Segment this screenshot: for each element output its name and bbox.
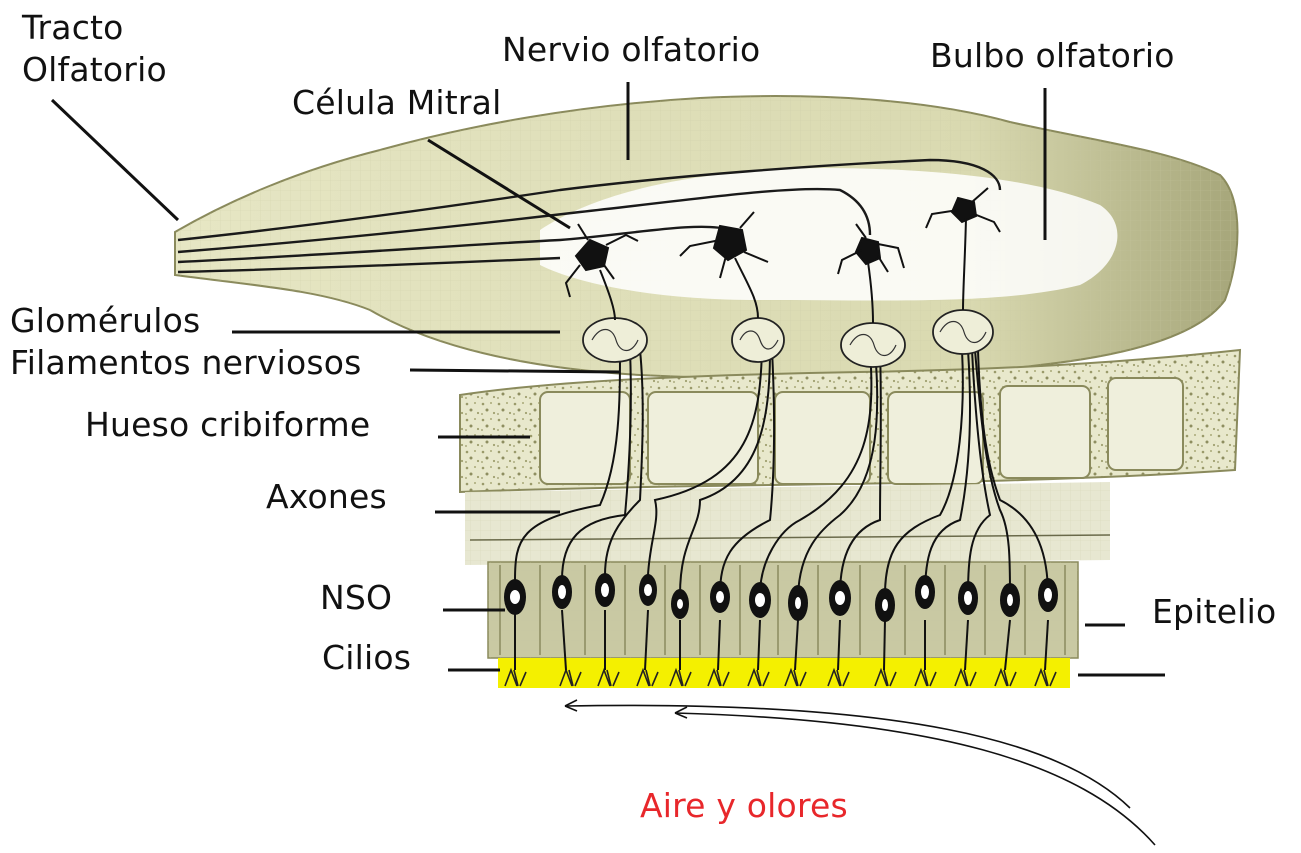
label-celula-mitral: Célula Mitral: [292, 85, 501, 122]
label-aire-y-olores: Aire y olores: [640, 788, 848, 825]
label-bulbo-olfatorio: Bulbo olfatorio: [930, 38, 1175, 75]
label-nervio-olfatorio: Nervio olfatorio: [502, 32, 760, 69]
label-tracto-line2: Olfatorio: [22, 52, 167, 89]
cilia-band: [498, 658, 1070, 688]
label-hueso-cribiforme: Hueso cribiforme: [85, 407, 370, 444]
label-nso: NSO: [320, 580, 392, 617]
label-glomerulos: Glomérulos: [10, 303, 200, 340]
label-axones: Axones: [266, 479, 387, 516]
label-filamentos-nerviosos: Filamentos nerviosos: [10, 345, 362, 382]
label-epitelio: Epitelio: [1152, 594, 1276, 631]
label-tracto-line1: Tracto: [22, 10, 124, 47]
label-cilios: Cilios: [322, 640, 411, 677]
